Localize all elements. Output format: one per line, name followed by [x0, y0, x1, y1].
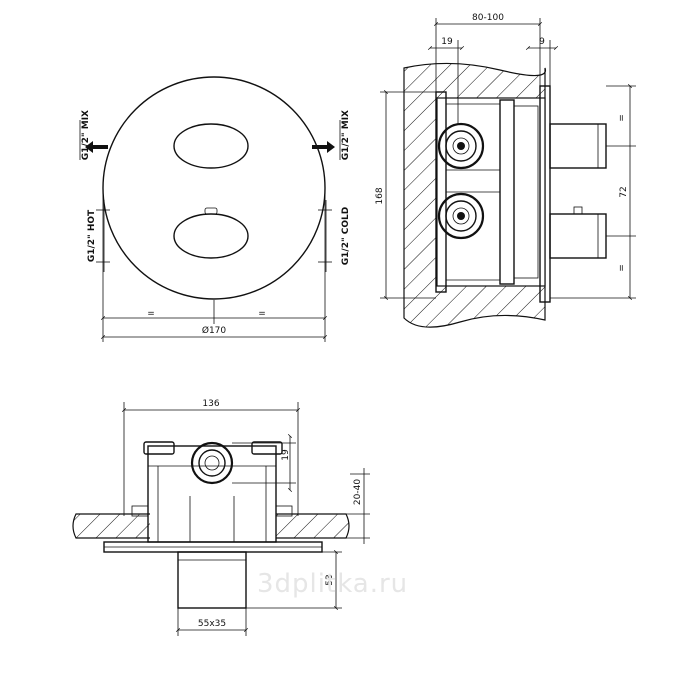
mix-out-arrow-right-icon — [312, 141, 335, 153]
lower-inlet — [437, 192, 485, 240]
top-view: 136 19 20-40 53 55x35 — [72, 399, 370, 636]
diameter-label: Ø170 — [202, 325, 227, 336]
inlet-dim-label: 19 — [441, 37, 453, 47]
svg-text:=: = — [258, 309, 266, 319]
base-label: 55x35 — [198, 619, 226, 629]
spindle-block — [177, 551, 247, 609]
plate-dim-label: 9 — [539, 37, 545, 47]
side-view: 80-100 19 9 168 = = 72 — [375, 13, 636, 328]
lower-handle — [173, 213, 249, 259]
width-label: 136 — [202, 399, 219, 409]
upper-inlet — [437, 122, 485, 170]
protrusion-label: 53 — [325, 574, 335, 585]
cold-port-label: G1/2" COLD — [341, 207, 351, 265]
depth-label: 80-100 — [472, 13, 504, 23]
top-port — [190, 441, 234, 485]
port-dim-label: 19 — [281, 449, 291, 461]
wall-thickness-label: 20-40 — [353, 479, 363, 505]
spacing-label: 72 — [619, 186, 629, 197]
mix-port-left-label: G1/2" MIX — [81, 110, 91, 160]
cover-plate-outline — [102, 76, 326, 300]
svg-text:=: = — [617, 264, 627, 272]
front-view: G1/2" MIX G1/2" MIX G1/2" HOT G1/2" COLD… — [79, 76, 351, 342]
height-label: 168 — [375, 187, 385, 204]
hot-port-label: G1/2" HOT — [87, 209, 97, 262]
svg-text:=: = — [617, 114, 627, 122]
mix-port-right-label: G1/2" MIX — [341, 110, 351, 160]
upper-handle — [173, 123, 249, 169]
watermark: 3dplitka.ru — [257, 569, 408, 599]
svg-text:=: = — [147, 309, 155, 319]
handle-indicator — [204, 207, 218, 215]
